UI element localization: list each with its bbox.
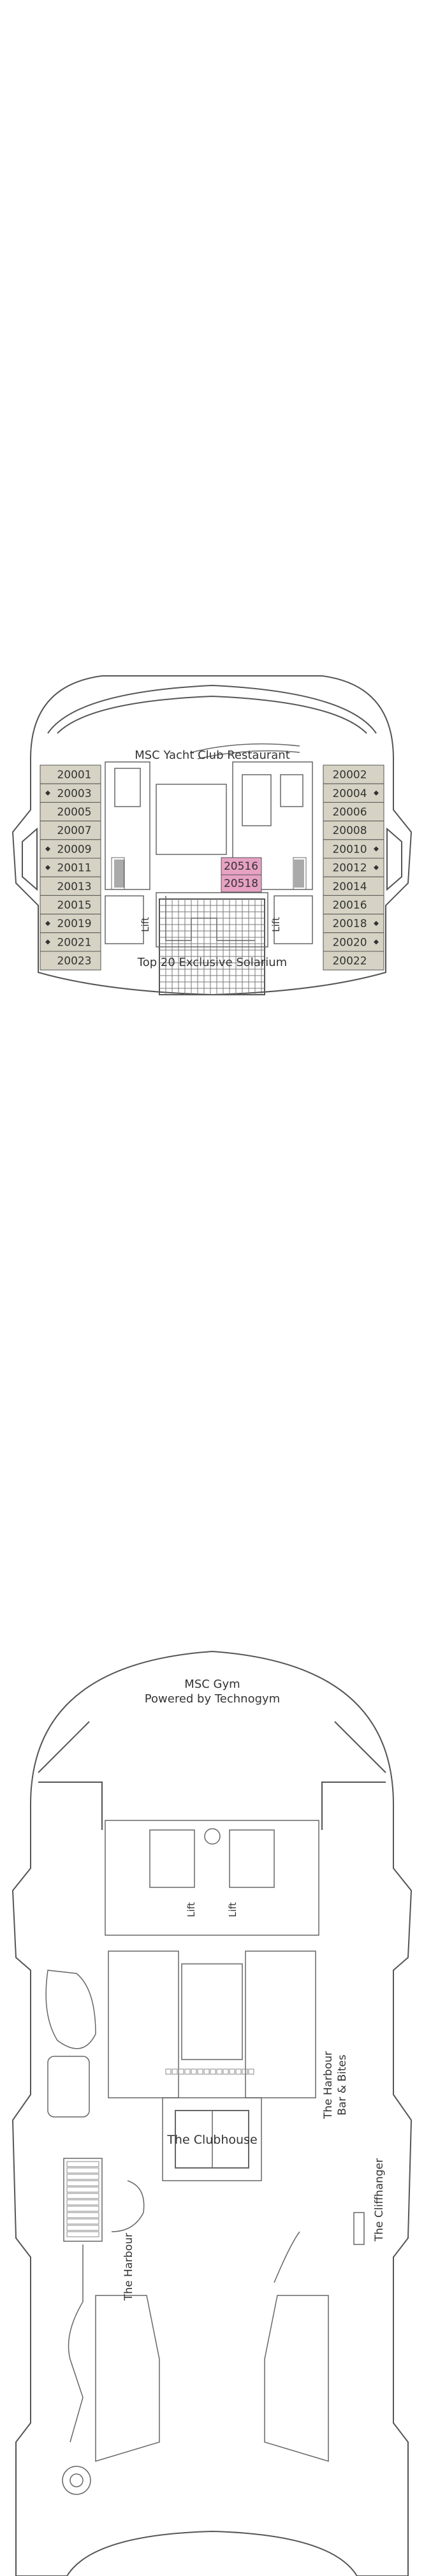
cabin-20014[interactable] xyxy=(323,876,384,896)
cabins-right-column: 20002 20004 20006 20008 20010 20012 20014 20016… xyxy=(323,765,384,970)
cabin-label: 20006 xyxy=(332,806,367,819)
lower-deck-outline xyxy=(11,1650,413,2576)
cabin-marker-icon xyxy=(374,939,379,945)
highlight-cabin-1-label: 20516 xyxy=(224,860,258,873)
harbour-bar-label-line2: Bar & Bites xyxy=(336,2054,349,2116)
cabin-label: 20010 xyxy=(332,843,367,856)
upper-lift-label-right: Lift xyxy=(270,917,282,932)
lower-lift-label-left: Lift xyxy=(186,1902,197,1917)
lower-deck xyxy=(11,1650,413,2576)
forward-railing xyxy=(47,684,377,734)
lower-lift-label-right: Lift xyxy=(227,1902,238,1917)
cabin-marker-icon xyxy=(45,921,50,926)
highlighted-cabins: 20516 20518 xyxy=(221,857,262,893)
cabin-20002[interactable] xyxy=(323,765,384,784)
cabin-label: 20011 xyxy=(57,862,91,875)
cabin-marker-icon xyxy=(45,790,50,796)
cabin-20005[interactable] xyxy=(40,801,101,822)
cabin-label: 20004 xyxy=(332,787,367,800)
cabin-20007[interactable] xyxy=(40,821,101,840)
cabin-20006[interactable] xyxy=(323,801,384,822)
cabin-20015[interactable] xyxy=(40,895,101,915)
lower-pool-tiles xyxy=(66,2068,254,2237)
cabin-label: 20020 xyxy=(332,936,367,949)
cabin-label: 20018 xyxy=(332,918,367,930)
cabins-left-column: 20001 20003 20005 20007 20009 20011 20013 20015… xyxy=(40,765,101,970)
highlight-cabin-1[interactable] xyxy=(221,857,262,875)
cabin-20022[interactable] xyxy=(323,951,384,970)
harbour-bar-label-line1: The Harbour xyxy=(322,2051,335,2119)
gym-label-line1: MSC Gym xyxy=(184,1678,240,1691)
cabin-label: 20008 xyxy=(332,824,367,837)
solarium-label: Top 20 Exclusive Solarium xyxy=(137,956,287,969)
cabin-marker-icon xyxy=(374,921,379,926)
cabin-label: 20007 xyxy=(57,824,91,837)
cabin-label: 20015 xyxy=(57,899,91,912)
cabin-label: 20021 xyxy=(57,936,91,949)
cabin-label: 20002 xyxy=(332,769,367,782)
upper-stairs xyxy=(114,860,304,888)
cabin-label: 20001 xyxy=(57,769,91,782)
cabin-label: 20012 xyxy=(332,862,367,875)
cliffhanger-label: The Cliffhanger xyxy=(373,2158,386,2242)
lower-interior xyxy=(45,1820,365,2495)
cabin-label: 20005 xyxy=(57,806,91,819)
cabin-label: 20009 xyxy=(57,843,91,856)
cabin-label: 20013 xyxy=(57,881,91,893)
highlight-cabin-2-label: 20518 xyxy=(224,877,258,890)
cabin-label: 20019 xyxy=(57,918,91,930)
right-wing xyxy=(386,827,402,891)
cabin-marker-icon xyxy=(374,790,379,796)
upper-lift-label-left: Lift xyxy=(140,917,151,932)
cabin-marker-icon xyxy=(45,939,50,945)
cabin-label: 20014 xyxy=(332,881,367,893)
cabin-20008[interactable] xyxy=(323,821,384,840)
cabin-label: 20003 xyxy=(57,787,91,800)
cabin-marker-icon xyxy=(45,846,50,852)
restaurant-label: MSC Yacht Club Restaurant xyxy=(135,749,290,762)
cabin-marker-icon xyxy=(374,846,379,852)
cabin-marker-icon xyxy=(374,865,379,870)
cabin-20023[interactable] xyxy=(40,951,101,970)
cabin-label: 20016 xyxy=(332,899,367,912)
cabin-20013[interactable] xyxy=(40,876,101,896)
cabin-label: 20023 xyxy=(57,955,91,968)
cabin-marker-icon xyxy=(45,865,50,870)
cabin-label: 20022 xyxy=(332,955,367,968)
gym-label-line2: Powered by Technogym xyxy=(145,1692,280,1706)
clubhouse-label: The Clubhouse xyxy=(166,2133,257,2147)
harbour-label: The Harbour xyxy=(122,2233,135,2301)
highlight-cabin-2[interactable] xyxy=(221,874,262,893)
left-wing xyxy=(22,827,38,891)
cabin-20001[interactable] xyxy=(40,765,101,784)
cabin-20016[interactable] xyxy=(323,895,384,915)
upper-interior xyxy=(105,743,313,948)
upper-deck-outline xyxy=(11,675,413,996)
